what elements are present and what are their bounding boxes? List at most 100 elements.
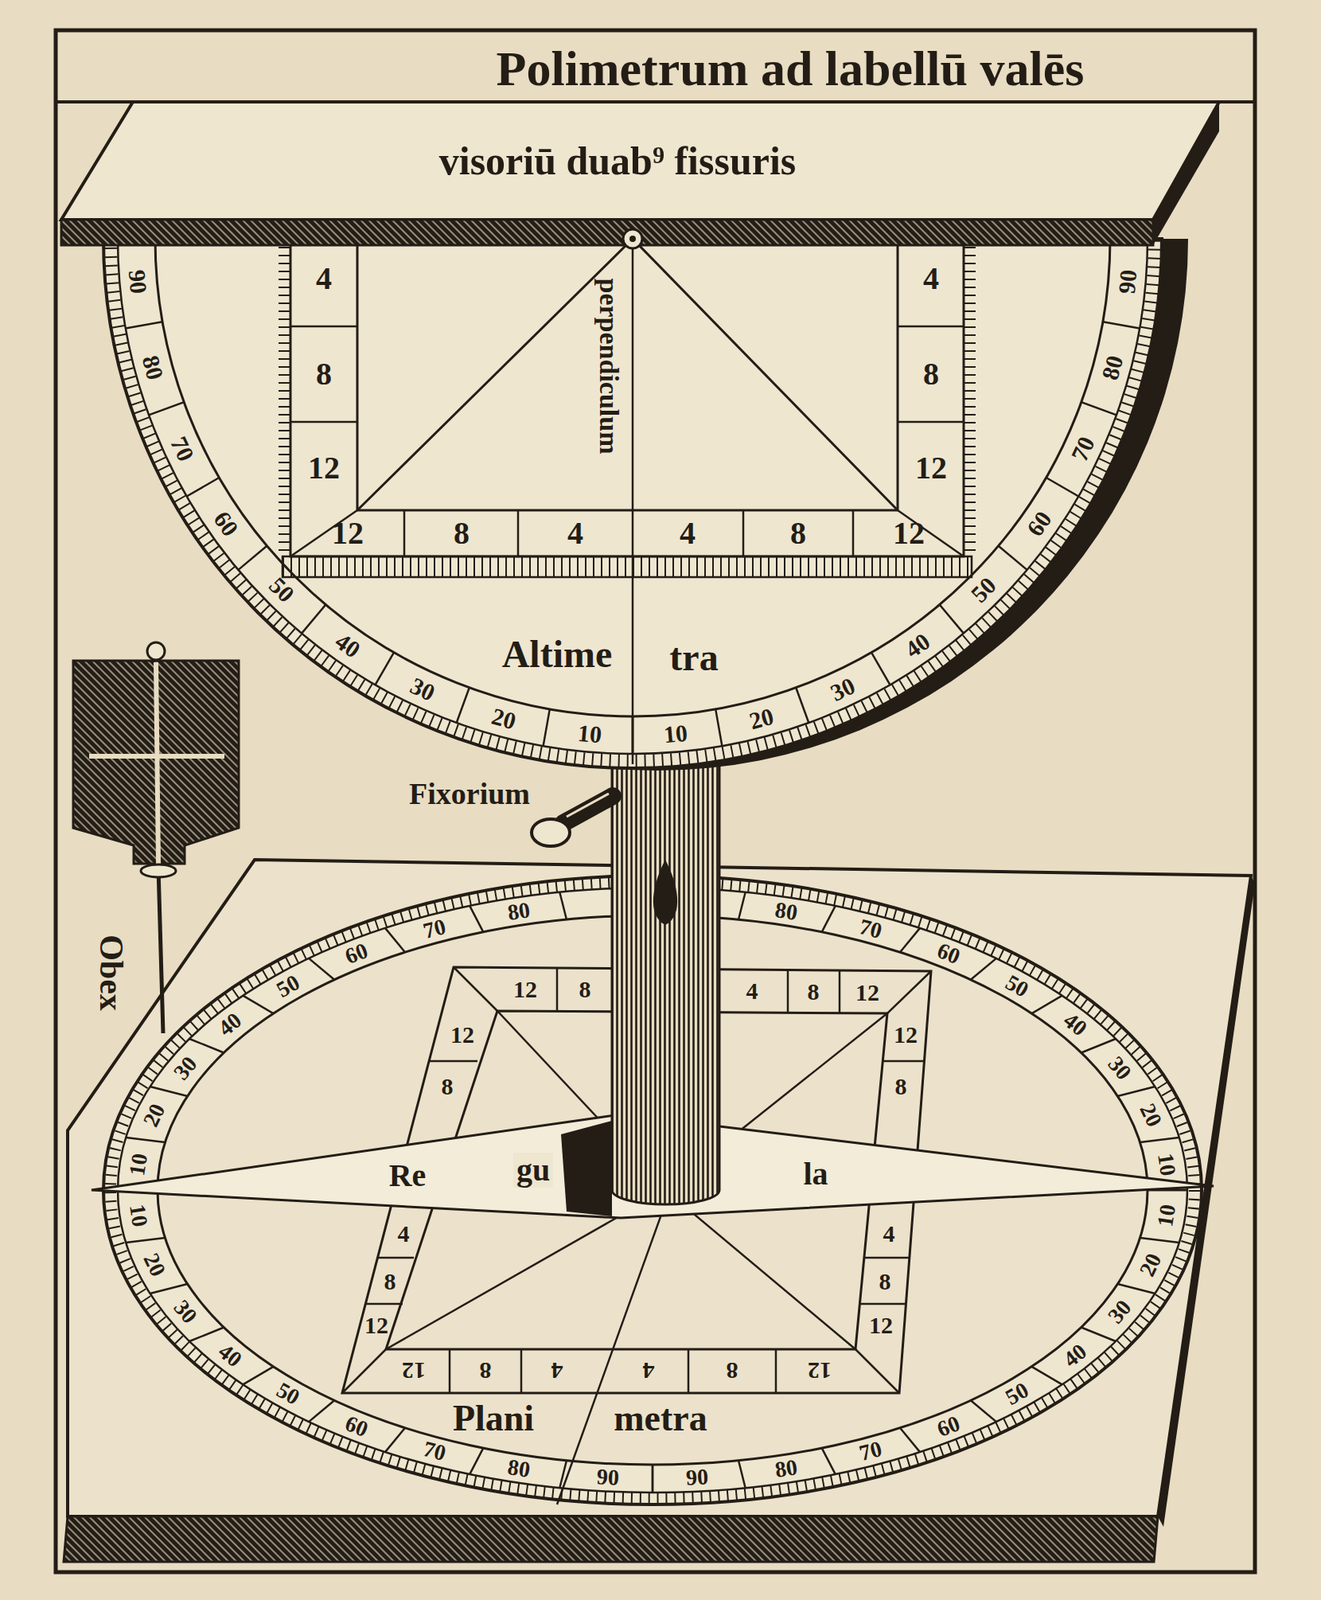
column-ticks [964, 246, 976, 557]
pillar [611, 759, 720, 1205]
scale-divider [795, 687, 809, 723]
square-number: 4 [642, 1358, 655, 1383]
scale-divider [1081, 401, 1117, 415]
scale-divider [970, 958, 997, 980]
scale-divider [375, 652, 395, 686]
scale-divider [822, 1447, 836, 1474]
scale-divider [242, 1366, 273, 1385]
upper-square [290, 238, 964, 557]
scale-divider [1081, 1038, 1116, 1053]
triangle-lines [357, 238, 898, 511]
scale-divider [125, 1237, 165, 1243]
scale-number: 90 [596, 1465, 620, 1489]
scale-divider [187, 477, 220, 497]
plate-base [63, 1515, 1158, 1562]
square-number: 12 [892, 517, 925, 550]
scale-divider [1081, 1327, 1116, 1342]
square-number: 4 [923, 262, 940, 295]
obex-knob [147, 642, 165, 660]
part-label: Re [389, 1159, 427, 1192]
part-label: Plani [452, 1399, 534, 1437]
scale-divider [1118, 1283, 1156, 1294]
scale-divider [237, 545, 267, 570]
square-number: 8 [726, 1358, 739, 1383]
part-label: la [802, 1157, 828, 1190]
title-text: Polimetrum ad labellū valēs [496, 43, 1085, 94]
pivot [623, 229, 643, 249]
square-number: 8 [315, 358, 332, 390]
scale-divider [189, 1327, 224, 1342]
scale-divider [1140, 1237, 1180, 1243]
scale-divider [543, 709, 550, 746]
part-label: Fixorium [409, 778, 530, 809]
scale-divider [125, 321, 163, 328]
scale-divider [385, 927, 406, 952]
page-frame [55, 30, 1255, 1572]
scale-divider [651, 1464, 655, 1493]
scale-divider [456, 687, 470, 723]
visor-bar-top [61, 101, 1220, 220]
scale-divider [148, 401, 184, 415]
visor-bar-end [1153, 101, 1220, 246]
scale-divider [651, 1464, 655, 1493]
scale-divider [559, 1460, 567, 1488]
scale-divider [900, 927, 920, 952]
scale-divider [939, 604, 964, 634]
scale-number: 10 [125, 1202, 152, 1228]
square-number: 12 [307, 452, 340, 484]
square-number: 4 [567, 517, 584, 550]
upper-square-cells [290, 326, 964, 557]
part-label: Altime [502, 635, 613, 674]
square-number: 8 [790, 517, 807, 550]
scale-divider [308, 1399, 335, 1422]
scale-divider [1032, 995, 1063, 1014]
square-number: 4 [397, 1221, 410, 1246]
square-number: 12 [331, 517, 364, 550]
scale-divider [1046, 477, 1080, 497]
scale-number: 80 [773, 1455, 799, 1481]
scale-divider [871, 652, 891, 686]
obex-flag [73, 660, 239, 864]
square-number: 4 [315, 262, 332, 295]
title-box [55, 30, 1255, 102]
square-number: 12 [807, 1358, 832, 1383]
square-ticks [282, 557, 972, 577]
square-number: 8 [579, 977, 592, 1002]
scale-divider [715, 709, 722, 746]
pillar-knob [653, 859, 678, 925]
square-number: 12 [893, 1022, 918, 1047]
part-label: metra [613, 1399, 707, 1437]
scale-divider [822, 905, 836, 932]
regula-shadow [561, 1120, 612, 1216]
scale-divider [1118, 1086, 1156, 1096]
scale-divider [189, 1038, 224, 1053]
square-number: 4 [551, 1358, 564, 1383]
scale-divider [738, 892, 746, 920]
square-number: 8 [479, 1358, 492, 1383]
scale-number: 80 [506, 1455, 532, 1481]
scale-number: 10 [662, 720, 690, 747]
scale-number: 80 [506, 898, 532, 924]
scale-divider [385, 1427, 406, 1452]
square-number: 12 [513, 977, 538, 1002]
scale-divider [150, 1086, 188, 1096]
screw-head [531, 818, 570, 846]
scale-divider [469, 905, 484, 932]
square-number: 8 [879, 1269, 892, 1294]
plumb-label: perpendiculum [595, 277, 623, 454]
square-number: 8 [441, 1074, 454, 1099]
scale-divider [970, 1399, 997, 1422]
scale-number: 90 [124, 268, 152, 296]
square-number: 8 [895, 1074, 908, 1099]
scale-divider [559, 892, 567, 920]
square-number: 8 [384, 1269, 397, 1294]
square-number: 4 [746, 978, 759, 1003]
obex-cross [155, 662, 159, 864]
obex-ring [140, 864, 176, 877]
part-label: tra [669, 638, 718, 677]
square-number: 4 [679, 517, 696, 550]
scale-divider [1140, 1137, 1180, 1142]
scale-number: 80 [773, 898, 799, 924]
altimetra-semicircle [103, 238, 1162, 768]
